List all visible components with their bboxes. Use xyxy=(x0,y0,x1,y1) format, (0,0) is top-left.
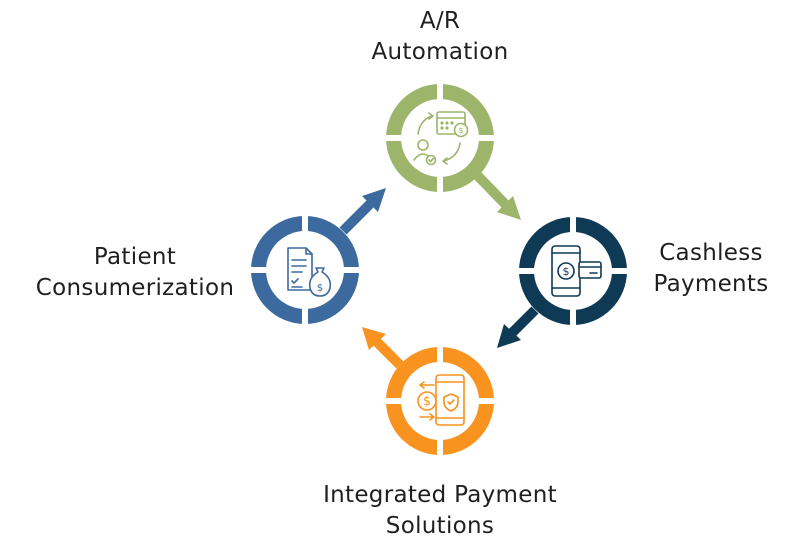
svg-text:$: $ xyxy=(458,126,463,135)
phone-transfer-shield-icon: $ xyxy=(417,374,465,426)
arrow-patient-to-automation xyxy=(339,197,377,235)
arrowhead-cashless xyxy=(497,324,521,348)
label-patient: Patient Consumerization xyxy=(35,244,235,301)
arrowhead-integrated xyxy=(362,327,386,350)
node-patient: $ xyxy=(249,188,386,326)
label-integrated: Integrated Payment Solutions xyxy=(323,482,557,539)
svg-text:$: $ xyxy=(317,283,323,294)
arrow-automation-to-cashless xyxy=(474,172,512,211)
mobile-payment-icon: $ xyxy=(551,245,602,297)
calendar-payment-cycle-icon: $ xyxy=(413,111,469,166)
arrowhead-automation xyxy=(497,196,521,220)
label-automation: A/R Automation xyxy=(371,8,509,65)
svg-text:$: $ xyxy=(563,265,570,278)
node-integrated: $ xyxy=(362,327,496,457)
arrow-integrated-to-patient xyxy=(369,334,404,369)
svg-text:$: $ xyxy=(423,394,431,408)
invoice-money-bag-icon: $ xyxy=(287,247,332,297)
label-cashless: Cashless Payments xyxy=(653,240,769,297)
node-automation: $ xyxy=(384,82,521,220)
node-cashless: $ xyxy=(497,215,629,348)
arrowhead-patient xyxy=(362,188,386,212)
